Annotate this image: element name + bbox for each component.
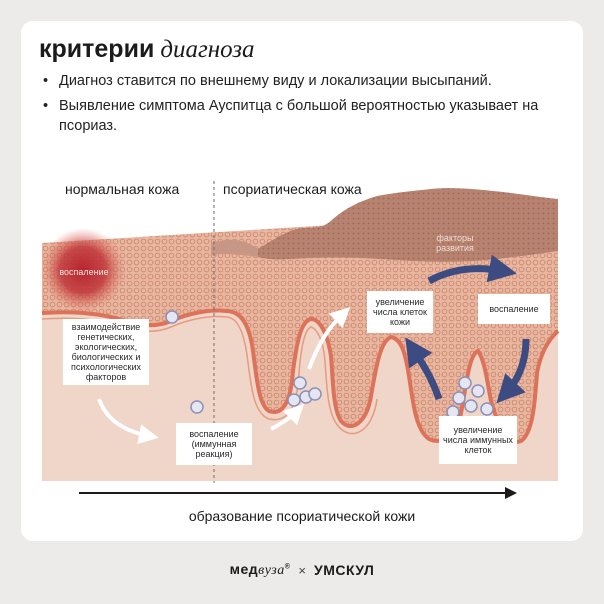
note-immune-cells: увеличение числа иммунных клеток — [439, 416, 517, 464]
inflammation-spot — [41, 228, 125, 312]
title-italic: диагноза — [160, 36, 255, 63]
membrane-inner — [41, 315, 378, 435]
timeline-label: образование псориатической кожи — [188, 508, 416, 524]
brand-umskul: УМСКУЛ — [314, 562, 375, 578]
bullet-item: Диагноз ставится по внешнему виду и лока… — [41, 71, 571, 91]
bullet-item: Выявление симптома Ауспитца с большой ве… — [41, 96, 571, 136]
note-inflammation-right: воспаление — [478, 294, 550, 324]
cycle-arrow-bottom — [405, 337, 443, 401]
panel-label-normal: нормальная кожа — [65, 181, 180, 197]
epidermis-layer — [42, 211, 558, 442]
panel-label-psoriatic: псориатическая кожа — [223, 181, 362, 197]
immune-cells — [165, 310, 494, 419]
note-cell-increase: увеличение числа клеток кожи — [367, 291, 433, 333]
bullet-list: Диагноз ставится по внешнему виду и лока… — [41, 71, 571, 141]
basement-membrane — [41, 308, 560, 444]
brand-medvuza: медвуза® — [230, 561, 291, 579]
footer-brands: медвуза® × УМСКУЛ — [0, 561, 604, 579]
arrow-to-inflammation — [97, 398, 159, 444]
arrow-to-cell-growth — [307, 307, 351, 370]
brand1-part: мед — [229, 561, 259, 577]
brand-separator: × — [298, 562, 306, 578]
cycle-arrow-top — [427, 254, 517, 285]
brand1-mark: ® — [284, 563, 291, 571]
plaque-transition — [211, 239, 258, 257]
cycle-arrow-right — [496, 338, 530, 404]
brand1-italic: вуза — [258, 563, 285, 578]
note-immune-inflammation: воспаление (иммунная реакция) — [176, 423, 252, 465]
psoriatic-plaque — [258, 188, 558, 262]
arrow-to-psoriatic — [270, 403, 305, 431]
note-factors: взаимодействие генетических, экологическ… — [63, 319, 149, 385]
inflammation-spot-label: воспаление — [59, 267, 109, 277]
dev-factors-label: факторы развития — [436, 233, 474, 253]
title-bold: критерии — [39, 35, 155, 63]
